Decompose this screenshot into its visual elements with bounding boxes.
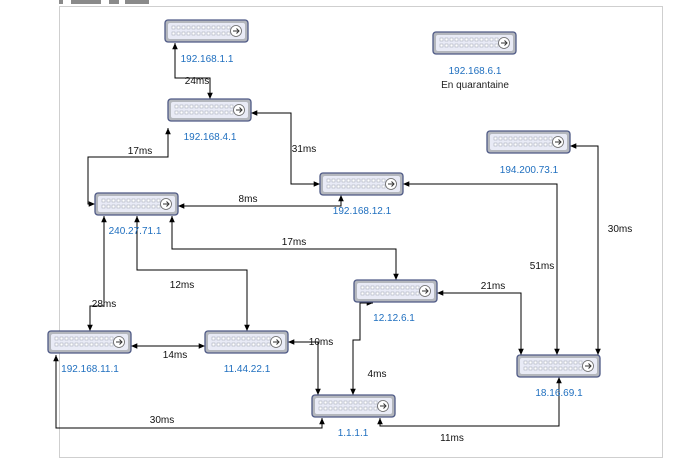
network-switch-icon (167, 98, 252, 122)
link-n7-n11 (350, 300, 373, 395)
title-fragment (71, 0, 101, 4)
latency-label: 17ms (282, 237, 306, 248)
network-node-n7[interactable]: 12.12.6.1 (353, 279, 438, 324)
link-n3-n5 (251, 110, 320, 187)
link-n4-n10 (570, 143, 601, 355)
latency-label: 4ms (368, 369, 387, 380)
link-n7-n10 (437, 290, 524, 355)
network-node-n2[interactable]: 192.168.6.1 En quarantaine (432, 31, 517, 91)
link-n3-n6 (87, 128, 171, 207)
network-node-n8[interactable]: 192.168.11.1 (47, 330, 132, 375)
latency-label: 24ms (185, 76, 209, 87)
latency-label: 51ms (530, 261, 554, 272)
network-node-n3[interactable]: 192.168.4.1 (167, 98, 252, 143)
title-fragment (109, 0, 119, 4)
network-node-n5[interactable]: 192.168.12.1 (319, 172, 404, 217)
link-n6-n8 (87, 216, 107, 331)
node-ip-label: 192.168.11.1 (61, 364, 119, 375)
latency-label: 11ms (440, 433, 464, 444)
link-n8-n11 (53, 355, 325, 429)
link-n11-n10 (377, 377, 562, 427)
node-ip-label: 1.1.1.1 (338, 428, 369, 439)
latency-label: 30ms (150, 415, 174, 426)
network-node-n1[interactable]: 192.168.1.1 (164, 19, 249, 65)
link-n9-n11 (288, 339, 321, 395)
latency-label: 10ms (309, 337, 333, 348)
node-ip-label: 192.168.4.1 (184, 132, 237, 143)
network-switch-icon (311, 394, 396, 418)
title-fragment (125, 0, 149, 4)
link-n6-n5 (178, 195, 344, 209)
network-node-n10[interactable]: 18.16.69.1 (516, 354, 601, 399)
network-node-n6[interactable]: 240.27.71.1 (94, 192, 179, 237)
node-ip-label: 11.44.22.1 (224, 364, 271, 375)
title-fragment (59, 0, 63, 4)
network-switch-icon (164, 19, 249, 43)
network-node-n4[interactable]: 194.200.73.1 (486, 130, 571, 176)
link-n1-n3 (172, 43, 213, 99)
latency-label: 21ms (481, 281, 505, 292)
node-ip-label: 192.168.12.1 (333, 206, 392, 217)
network-switch-icon (432, 31, 517, 55)
network-switch-icon (204, 330, 289, 354)
network-switch-icon (94, 192, 179, 216)
node-ip-label: 192.168.6.1 (449, 66, 502, 77)
network-switch-icon (319, 172, 404, 196)
latency-label: 31ms (292, 144, 316, 155)
network-switch-icon (516, 354, 601, 378)
latency-label: 28ms (92, 299, 116, 310)
link-n6-n9 (134, 216, 250, 331)
title-bar-remnant (59, 0, 671, 6)
node-ip-label: 192.168.1.1 (181, 54, 234, 65)
node-ip-label: 18.16.69.1 (535, 388, 583, 399)
network-node-n9[interactable]: 11.44.22.1 (204, 330, 289, 375)
link-n5-n10 (403, 181, 560, 355)
latency-label: 12ms (170, 280, 194, 291)
latency-label: 8ms (239, 194, 258, 205)
node-ip-label: 194.200.73.1 (500, 165, 559, 176)
node-status-note: En quarantaine (441, 80, 509, 91)
network-node-n11[interactable]: 1.1.1.1 (311, 394, 396, 439)
network-switch-icon (47, 330, 132, 354)
network-switch-icon (486, 130, 571, 154)
node-ip-label: 12.12.6.1 (373, 313, 415, 324)
latency-label: 14ms (163, 350, 187, 361)
network-switch-icon (353, 279, 438, 303)
node-ip-label: 240.27.71.1 (109, 226, 162, 237)
latency-label: 30ms (608, 224, 632, 235)
latency-label: 17ms (128, 146, 152, 157)
